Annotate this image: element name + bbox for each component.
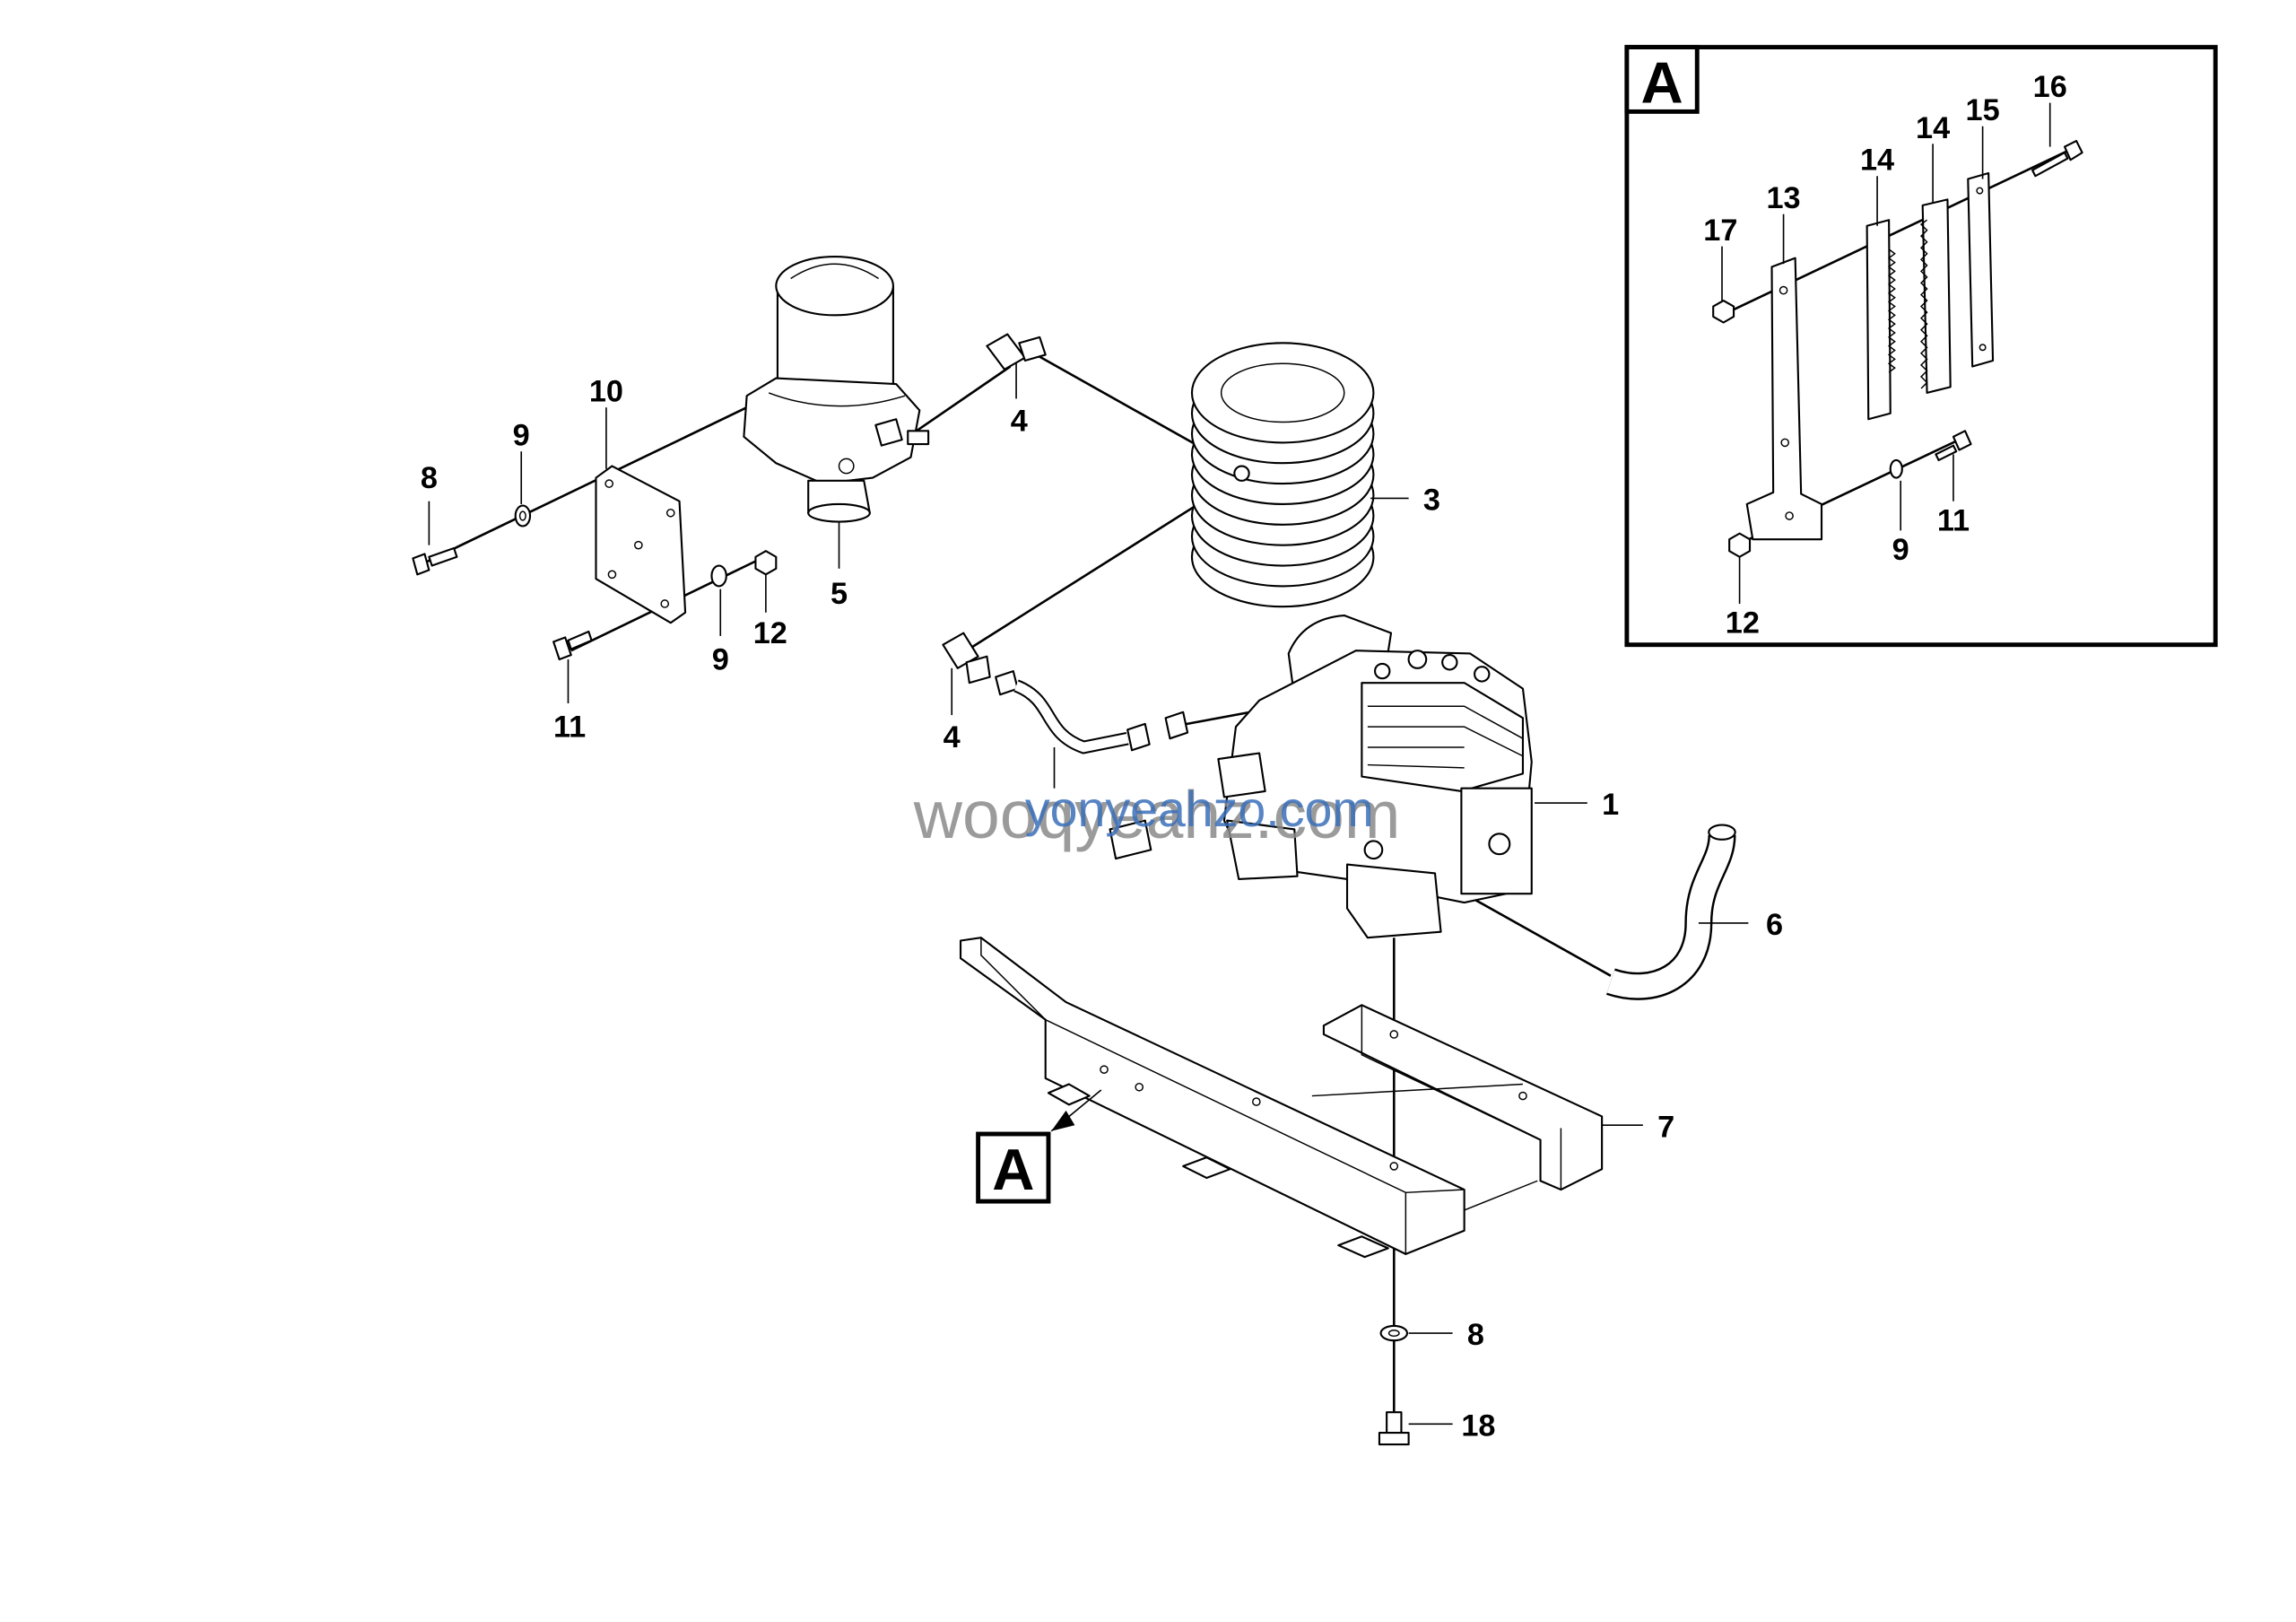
air-compressor-1 [1109, 614, 1533, 939]
elbow-fitting-4-upper [986, 333, 1047, 371]
bolt-11 [552, 630, 593, 661]
detail-reference-a: A [976, 1089, 1102, 1204]
bolt-16 [2031, 152, 2069, 178]
callout-1: 1 [1602, 788, 1619, 822]
nut-17 [1712, 299, 1735, 324]
washer-9-detail [1889, 458, 1903, 479]
callout-17: 17 [1703, 214, 1737, 248]
bolt-18 [1378, 1411, 1410, 1446]
elbow-fitting-4-lower [942, 632, 991, 685]
callout-9-detail: 9 [1892, 533, 1909, 567]
strip-15 [1967, 171, 1995, 368]
nut-12-detail [1728, 532, 1752, 558]
callout-9-upper: 9 [513, 419, 530, 453]
support-frame-7 [959, 937, 1604, 1259]
callout-4-lower: 4 [944, 720, 961, 754]
detail-view-a: A 17 13 [1624, 45, 2218, 648]
washer-8-bottom [1379, 1324, 1409, 1342]
washer-9-lower [710, 564, 727, 588]
callout-9-lower: 9 [712, 642, 729, 676]
bent-pipe-6 [1606, 824, 1736, 1000]
callout-8-bottom: 8 [1467, 1318, 1484, 1352]
callout-10: 10 [589, 375, 623, 409]
air-dryer-5 [743, 255, 930, 523]
callout-4-upper: 4 [1011, 404, 1028, 438]
nut-12 [754, 550, 778, 576]
strip-14b [1921, 198, 1952, 394]
callout-3: 3 [1423, 483, 1440, 517]
bolt-8-left [412, 546, 458, 576]
watermark-overlay: yonyeahzo.com [1025, 781, 1374, 837]
callout-11: 11 [553, 711, 586, 745]
callout-12: 12 [753, 616, 787, 650]
callout-16: 16 [2033, 70, 2067, 104]
main-callout-label: A [992, 1137, 1034, 1202]
callout-15: 15 [1966, 93, 2000, 127]
washer-9-upper [514, 504, 532, 528]
callout-14a: 14 [1860, 144, 1894, 178]
detail-box-label: A [1640, 50, 1683, 116]
callout-18: 18 [1461, 1408, 1495, 1443]
bracket-13 [1745, 257, 1823, 541]
callout-6: 6 [1766, 908, 1783, 942]
coil-pipe-3 [1190, 342, 1375, 608]
callout-11-detail: 11 [1937, 503, 1970, 537]
strip-14a [1866, 219, 1892, 421]
callout-14b: 14 [1916, 111, 1950, 145]
mount-plate-10 [595, 465, 687, 624]
flex-hose [995, 670, 1189, 754]
callout-8-left: 8 [421, 461, 438, 495]
callout-5: 5 [831, 577, 848, 611]
bolt-11-detail [1935, 444, 1958, 462]
callout-7: 7 [1657, 1110, 1674, 1144]
watermark-primary: wooqyeahz.com [913, 777, 1401, 852]
callout-13: 13 [1767, 181, 1801, 215]
callout-12-detail: 12 [1726, 606, 1760, 641]
